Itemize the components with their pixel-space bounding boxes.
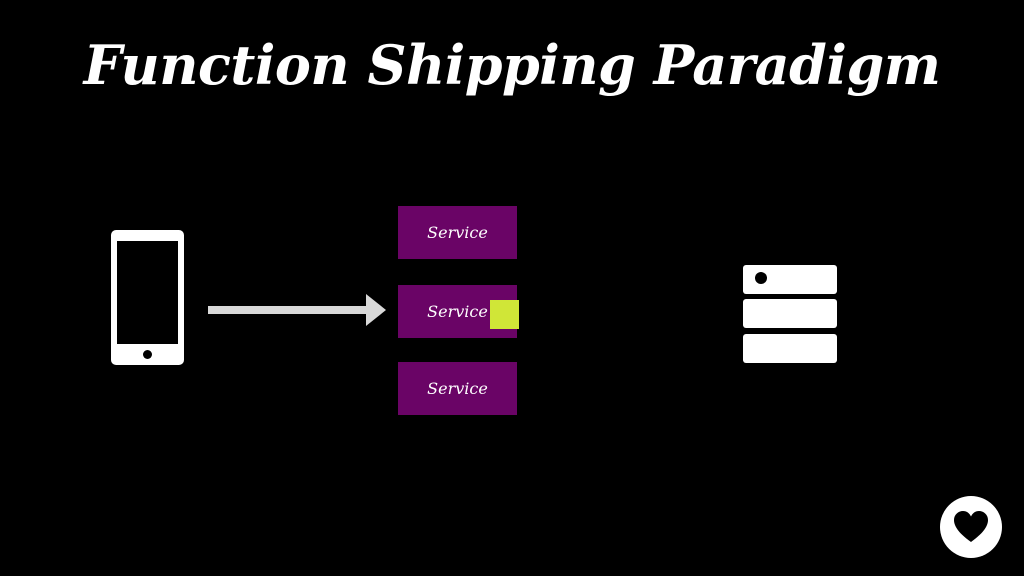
shipped-function-marker [490,300,519,329]
arrow-right-icon [208,294,386,326]
smartphone-icon [111,230,184,365]
service-box: Service [398,362,517,415]
heart-icon [940,496,1002,558]
server-stack-icon [743,265,837,363]
service-box: Service [398,206,517,259]
slide-title: Function Shipping Paradigm [83,33,941,97]
